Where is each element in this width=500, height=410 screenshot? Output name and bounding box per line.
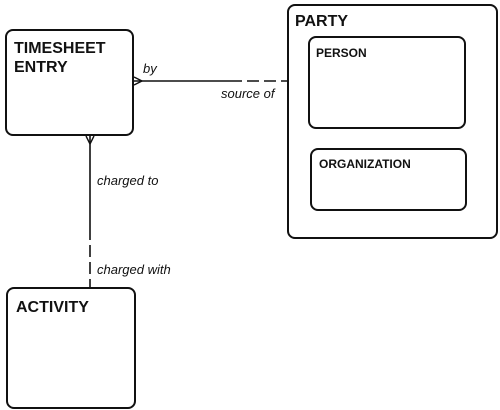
relationship-label-source-of: source of bbox=[221, 86, 275, 101]
relationship-label-by: by bbox=[143, 61, 157, 76]
entity-activity[interactable]: ACTIVITY bbox=[6, 287, 136, 409]
entity-title: TIMESHEET ENTRY bbox=[14, 40, 106, 76]
crows-foot-icon bbox=[85, 135, 95, 145]
entity-title: PARTY bbox=[295, 13, 349, 30]
crows-foot-icon bbox=[133, 76, 143, 86]
entity-title: ACTIVITY bbox=[16, 299, 89, 316]
relationship-label-charged-to: charged to bbox=[97, 173, 159, 188]
entity-title: ORGANIZATION bbox=[319, 157, 411, 171]
entity-timesheet-entry[interactable]: TIMESHEET ENTRY bbox=[5, 29, 134, 136]
relationship-label-charged-with: charged with bbox=[97, 262, 171, 277]
entity-title: PERSON bbox=[316, 46, 367, 60]
entity-person[interactable]: PERSON bbox=[308, 36, 466, 129]
entity-organization[interactable]: ORGANIZATION bbox=[310, 148, 467, 211]
